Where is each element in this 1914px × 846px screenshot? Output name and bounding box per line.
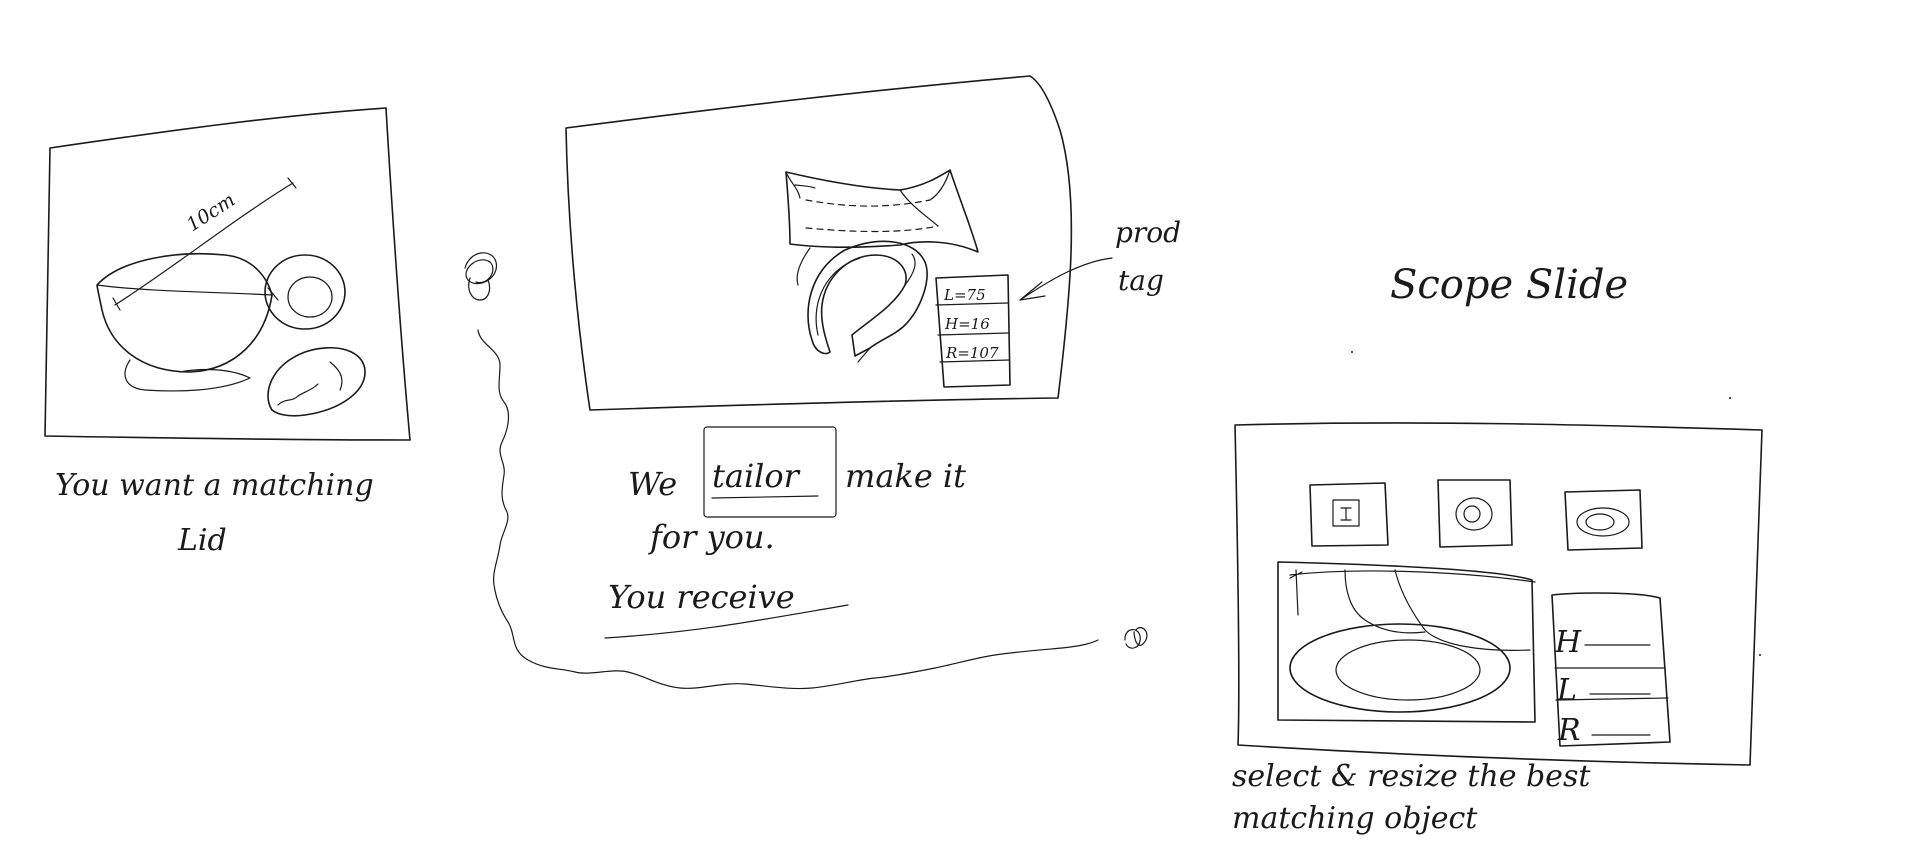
panel-3-caption-line1: select & resize the best bbox=[1232, 759, 1591, 794]
connector-scribble-2 bbox=[1124, 627, 1148, 649]
panel-2-caption-line2: for you. bbox=[648, 518, 775, 556]
panel-2-caption-tailor: tailor bbox=[712, 457, 801, 495]
product-tag-row-h: H=16 bbox=[944, 315, 990, 333]
field-label-h: H bbox=[1554, 625, 1582, 660]
object-outline-top bbox=[1289, 569, 1536, 651]
product-tag-row-l: L=75 bbox=[943, 286, 986, 304]
box-icon bbox=[785, 169, 979, 253]
tailor-underline bbox=[711, 495, 819, 499]
product-tag-dividers bbox=[935, 302, 1010, 363]
dimension-label: 10cm bbox=[183, 189, 239, 236]
thumbnail-option-3[interactable] bbox=[1564, 489, 1643, 551]
thumbnail-option-2[interactable] bbox=[1437, 479, 1513, 548]
panel-2-caption-receive: You receive bbox=[608, 578, 795, 616]
tailor-highlight-box bbox=[703, 426, 837, 518]
callout-label-line1: prod bbox=[1115, 216, 1181, 249]
thumbnail-option-1[interactable] bbox=[1309, 482, 1389, 547]
lid-plate-icon bbox=[264, 254, 346, 330]
box-dashed-line bbox=[805, 199, 939, 233]
receive-underline bbox=[604, 604, 849, 639]
box-flap-left bbox=[785, 171, 816, 199]
round-object-icon bbox=[1455, 497, 1493, 531]
panel-3-frame bbox=[1234, 422, 1763, 766]
product-tag: L=75 H=16 R=107 bbox=[935, 274, 1011, 388]
field-label-l: L bbox=[1556, 673, 1577, 708]
pot-handle-stub bbox=[267, 287, 279, 301]
object-outline-left bbox=[1344, 569, 1426, 634]
panel-1-want-matching-lid: 10cm You want a matching Lid bbox=[44, 107, 411, 558]
dimension-fields-panel: H L R bbox=[1551, 592, 1671, 748]
panel-3-title: Scope Slide bbox=[1390, 262, 1628, 308]
connector-scribble-1 bbox=[464, 252, 497, 301]
panel-1-caption-line2: Lid bbox=[177, 523, 227, 558]
resize-preview-area[interactable] bbox=[1277, 561, 1536, 723]
headset-box-left-flap bbox=[796, 247, 811, 286]
bread-icon bbox=[267, 346, 366, 417]
panel-1-caption-line1: You want a matching bbox=[55, 468, 374, 503]
headset-inner bbox=[815, 253, 916, 363]
panel-2-frame bbox=[565, 75, 1073, 411]
stray-dots bbox=[1351, 351, 1761, 656]
panel-3-caption-line2: matching object bbox=[1232, 801, 1478, 836]
selected-object-outer bbox=[1289, 623, 1511, 713]
square-object-icon bbox=[1332, 499, 1360, 527]
pot-rim-line bbox=[96, 284, 273, 296]
panel-3-scope-slide: Scope Slide H bbox=[1232, 262, 1763, 836]
panel-2-tailor-made: L=75 H=16 R=107 prod tag We tailor make … bbox=[565, 75, 1181, 639]
bread-crumbs bbox=[277, 361, 343, 406]
product-tag-row-r: R=107 bbox=[945, 344, 999, 362]
field-label-r: R bbox=[1557, 713, 1581, 748]
pot-base-icon bbox=[124, 359, 251, 392]
panel-1-frame bbox=[44, 107, 411, 441]
callout-label-line2: tag bbox=[1118, 264, 1164, 297]
headset-icon bbox=[807, 240, 928, 357]
oval-object-icon bbox=[1576, 507, 1630, 537]
product-tag-frame bbox=[935, 274, 1011, 388]
connector-squiggle-line bbox=[477, 329, 1099, 690]
box-flap-right bbox=[899, 169, 951, 227]
callout-arrow bbox=[1019, 257, 1113, 301]
panel-2-caption-we: We bbox=[628, 465, 677, 503]
selected-object-inner bbox=[1335, 639, 1481, 701]
dimension-line bbox=[112, 177, 297, 311]
panel-2-caption-make: make it bbox=[845, 457, 966, 495]
lid-plate-inner bbox=[287, 276, 333, 318]
pot-icon bbox=[96, 252, 273, 373]
